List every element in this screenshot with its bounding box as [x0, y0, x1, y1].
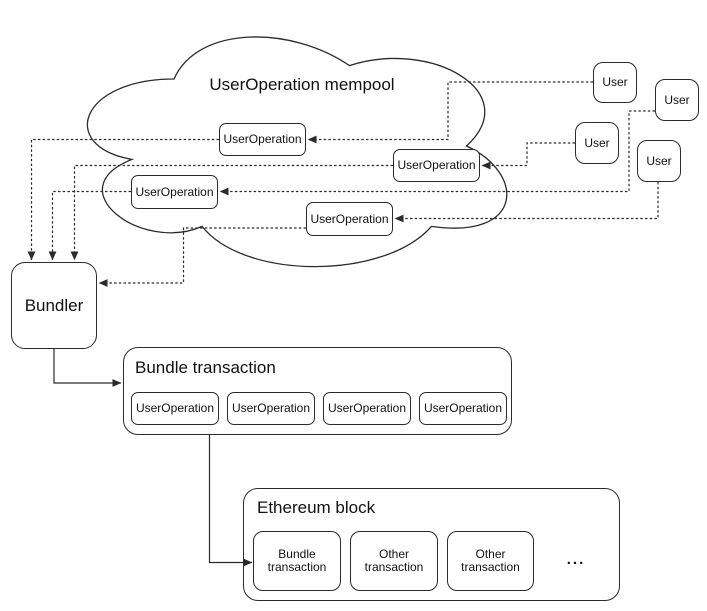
- arrow-userop1-to-bundler: [27, 138, 219, 261]
- eth-tx-3-label: Other transaction: [461, 548, 520, 574]
- mempool-userop-3: UserOperation: [131, 175, 218, 209]
- arrow-bundle-transaction-to-ethereum-block: [208, 435, 253, 567]
- eth-tx-3-line1: Other: [475, 547, 506, 561]
- bundle-userop-4-label: UserOperation: [423, 401, 503, 415]
- mempool-userop-2-label: UserOperation: [397, 158, 476, 172]
- eth-tx-ellipsis: ...: [566, 550, 586, 568]
- eth-tx-3-line2: transaction: [461, 560, 520, 574]
- ethereum-block-container: [243, 488, 620, 601]
- arrow-userop3-to-bundler: [48, 190, 131, 261]
- bundle-userop-4: UserOperation: [419, 392, 507, 425]
- bundle-transaction-title: Bundle transaction: [135, 358, 276, 377]
- arrow-userop4-to-bundler: [98, 227, 306, 287]
- mempool-userop-4-label: UserOperation: [310, 211, 389, 226]
- user-3: User: [575, 122, 619, 164]
- bundle-userop-2: UserOperation: [227, 392, 315, 425]
- mempool-userop-1-label: UserOperation: [223, 132, 302, 146]
- mempool-userop-3-label: UserOperation: [135, 184, 214, 199]
- user-1-label: User: [602, 75, 628, 89]
- arrow-user4-to-userop4: [394, 182, 659, 223]
- mempool-userop-4: UserOperation: [306, 202, 393, 236]
- eth-tx-2-label: Other transaction: [365, 548, 424, 574]
- eth-tx-2-line2: transaction: [364, 560, 424, 574]
- user-2: User: [655, 79, 699, 121]
- user-3-label: User: [584, 135, 610, 150]
- eth-tx-1: Bundle transaction: [253, 531, 341, 591]
- bundler: Bundler: [11, 262, 97, 349]
- arrow-user3-to-userop2: [481, 142, 575, 170]
- bundle-userop-1: UserOperation: [131, 392, 219, 425]
- eth-tx-2: Other transaction: [350, 531, 438, 591]
- mempool-title: UserOperation mempool: [209, 75, 395, 94]
- mempool-userop-2: UserOperation: [393, 149, 480, 182]
- user-4-label: User: [646, 153, 672, 168]
- ethereum-block-title: Ethereum block: [257, 498, 376, 517]
- eth-tx-1-line2: transaction: [267, 560, 327, 574]
- user-2-label: User: [664, 92, 690, 107]
- user-4: User: [637, 140, 681, 182]
- user-1: User: [593, 62, 637, 103]
- arrow-bundler-to-bundle-transaction: [53, 349, 122, 387]
- arrow-user1-to-userop1: [307, 81, 593, 144]
- arrow-userop2-to-bundler: [70, 164, 393, 261]
- eth-tx-1-line1: Bundle: [278, 547, 316, 561]
- bundle-userop-2-label: UserOperation: [231, 401, 311, 415]
- eth-tx-2-line1: Other: [378, 547, 409, 561]
- bundle-transaction-container: [123, 347, 512, 435]
- eth-tx-3: Other transaction: [447, 531, 534, 591]
- bundle-userop-3: UserOperation: [323, 392, 411, 425]
- bundle-userop-1-label: UserOperation: [135, 401, 215, 415]
- arrow-user2-to-userop3: [219, 110, 655, 196]
- mempool-userop-1: UserOperation: [219, 123, 306, 156]
- bundler-label: Bundler: [24, 296, 84, 315]
- eth-tx-1-label: Bundle transaction: [268, 548, 327, 574]
- bundle-userop-3-label: UserOperation: [327, 401, 407, 415]
